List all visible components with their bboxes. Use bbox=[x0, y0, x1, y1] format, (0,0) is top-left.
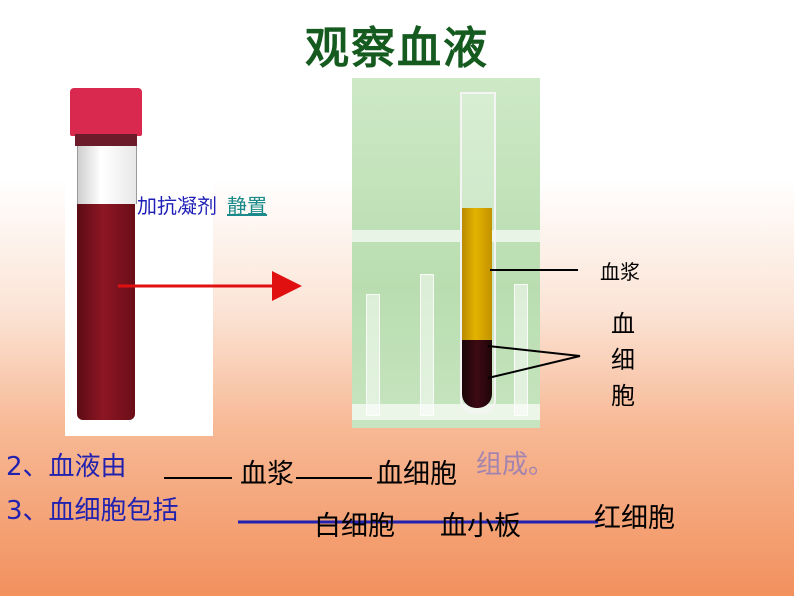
anticoagulant-text: 加抗凝剂 bbox=[137, 194, 217, 218]
answer-platelet: 血小板 bbox=[440, 511, 521, 542]
background-tube bbox=[420, 274, 434, 416]
plasma-label: 血浆 bbox=[600, 260, 640, 284]
cells-label-char: 血 bbox=[611, 310, 635, 338]
cells-label-char: 胞 bbox=[611, 382, 635, 410]
separated-blood-photo bbox=[352, 78, 540, 428]
answer-red-blood-cell: 红细胞 bbox=[594, 503, 675, 534]
anticoagulant-label: 加抗凝剂静置 bbox=[137, 190, 267, 219]
cells-pointer-line bbox=[487, 345, 581, 357]
answer-white-blood-cell: 白细胞 bbox=[314, 511, 395, 542]
question-2-suffix: 组成。 bbox=[476, 450, 555, 480]
plasma-layer bbox=[462, 208, 492, 340]
cells-pointer-line bbox=[487, 355, 581, 379]
background-tube bbox=[366, 294, 380, 416]
whole-blood bbox=[77, 204, 135, 420]
blood-cell-layer bbox=[462, 340, 492, 408]
question-3: 3、血细胞包括 bbox=[6, 496, 179, 526]
rack-rail bbox=[352, 230, 540, 242]
tube-neck bbox=[75, 134, 137, 146]
slide-title: 观察血液 bbox=[305, 23, 489, 74]
tube-empty-section bbox=[77, 146, 137, 204]
cells-label-char: 细 bbox=[611, 346, 635, 374]
question-2: 2、血液由 bbox=[6, 452, 127, 482]
blood-tube-photo bbox=[65, 70, 213, 436]
answer-blood-cells: 血细胞 bbox=[376, 459, 457, 490]
answer-plasma: 血浆 bbox=[240, 459, 294, 490]
settle-link[interactable]: 静置 bbox=[227, 194, 267, 218]
tube-cap bbox=[70, 88, 142, 136]
